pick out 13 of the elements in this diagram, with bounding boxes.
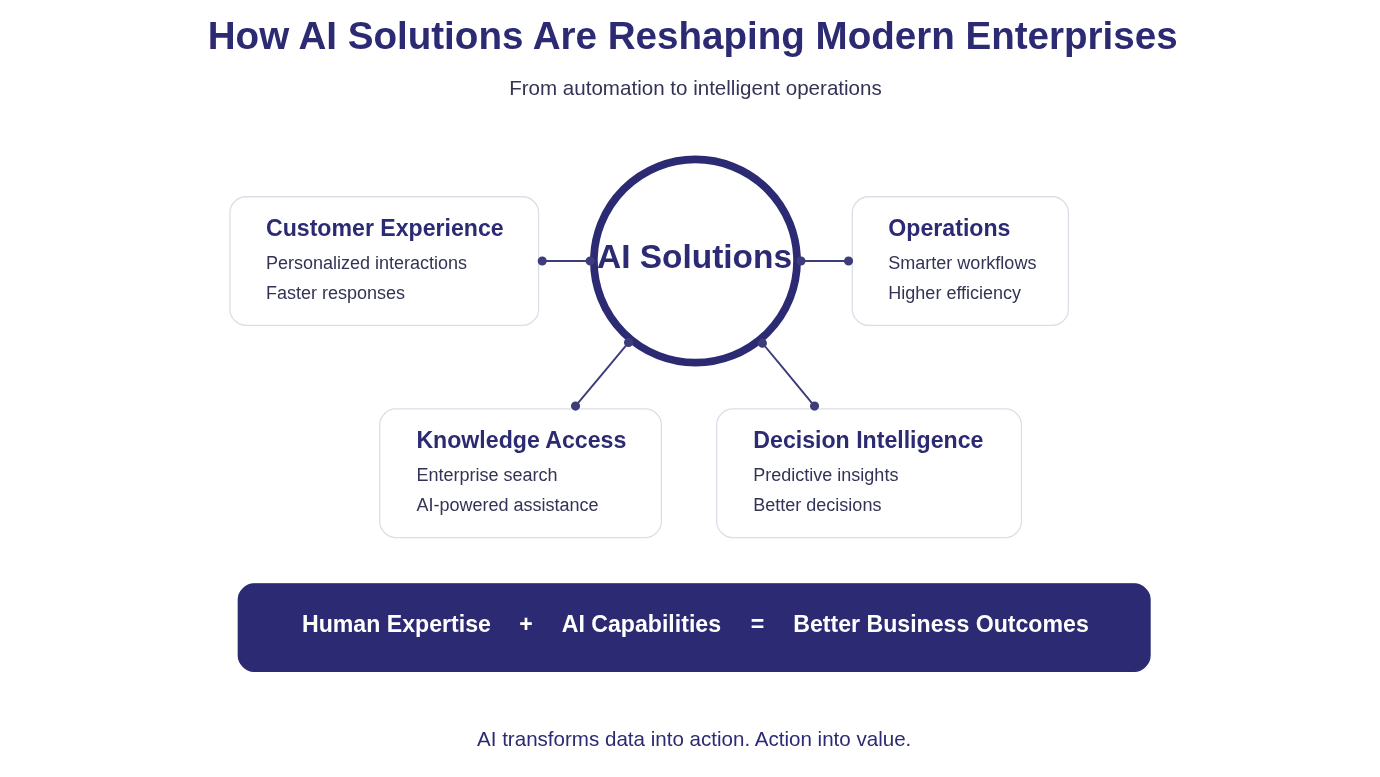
node-box: Operations Smarter workflows Higher efficiency	[851, 195, 1070, 326]
node-box: Knowledge Access Enterprise search AI-powered assistance	[379, 407, 663, 538]
caption: AI transforms data into action. Action into value.	[477, 726, 912, 750]
node-circle: AI Solutions	[590, 155, 801, 366]
connector	[570, 337, 634, 411]
diagram-title: How AI Solutions Are Reshaping Modern Enterprises	[207, 13, 1178, 57]
label: From automation to intelligent operations	[509, 75, 882, 99]
connector	[757, 338, 820, 411]
node-box: Customer Experience Personalized interactions Faster responses	[229, 195, 540, 326]
connector	[796, 256, 854, 266]
node-box: Decision Intelligence Predictive insights Better decisions	[716, 407, 1023, 538]
connector	[537, 256, 595, 266]
node-box: Human Expertise + AI Capabilities = Better Business Outcomes	[237, 582, 1151, 672]
